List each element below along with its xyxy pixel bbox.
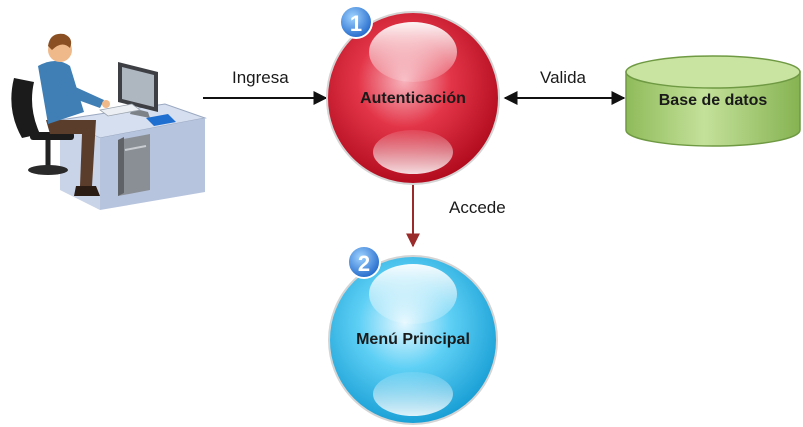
edge-label-accede: Accede [449, 198, 506, 217]
step-badge-1-text: 1 [350, 11, 362, 36]
autenticacion-node [326, 11, 500, 185]
step-badge-2: 2 [347, 245, 381, 279]
gloss-highlight [373, 130, 453, 174]
node-label-autenticacion: Autenticación [360, 90, 466, 107]
step-badge-1: 1 [339, 5, 373, 39]
gloss-highlight [373, 372, 453, 416]
step-badge-2-text: 2 [358, 251, 370, 276]
node-label-menu-principal: Menú Principal [356, 331, 470, 348]
gloss-highlight [369, 22, 457, 82]
node-label-base-de-datos: Base de datos [658, 92, 768, 109]
user-at-computer-icon [11, 33, 207, 210]
edge-label-valida: Valida [540, 68, 586, 87]
gloss-highlight [369, 264, 457, 324]
edge-label-ingresa: Ingresa [232, 68, 289, 87]
menu-principal-node [328, 255, 498, 425]
base-de-datos-node [625, 55, 801, 147]
